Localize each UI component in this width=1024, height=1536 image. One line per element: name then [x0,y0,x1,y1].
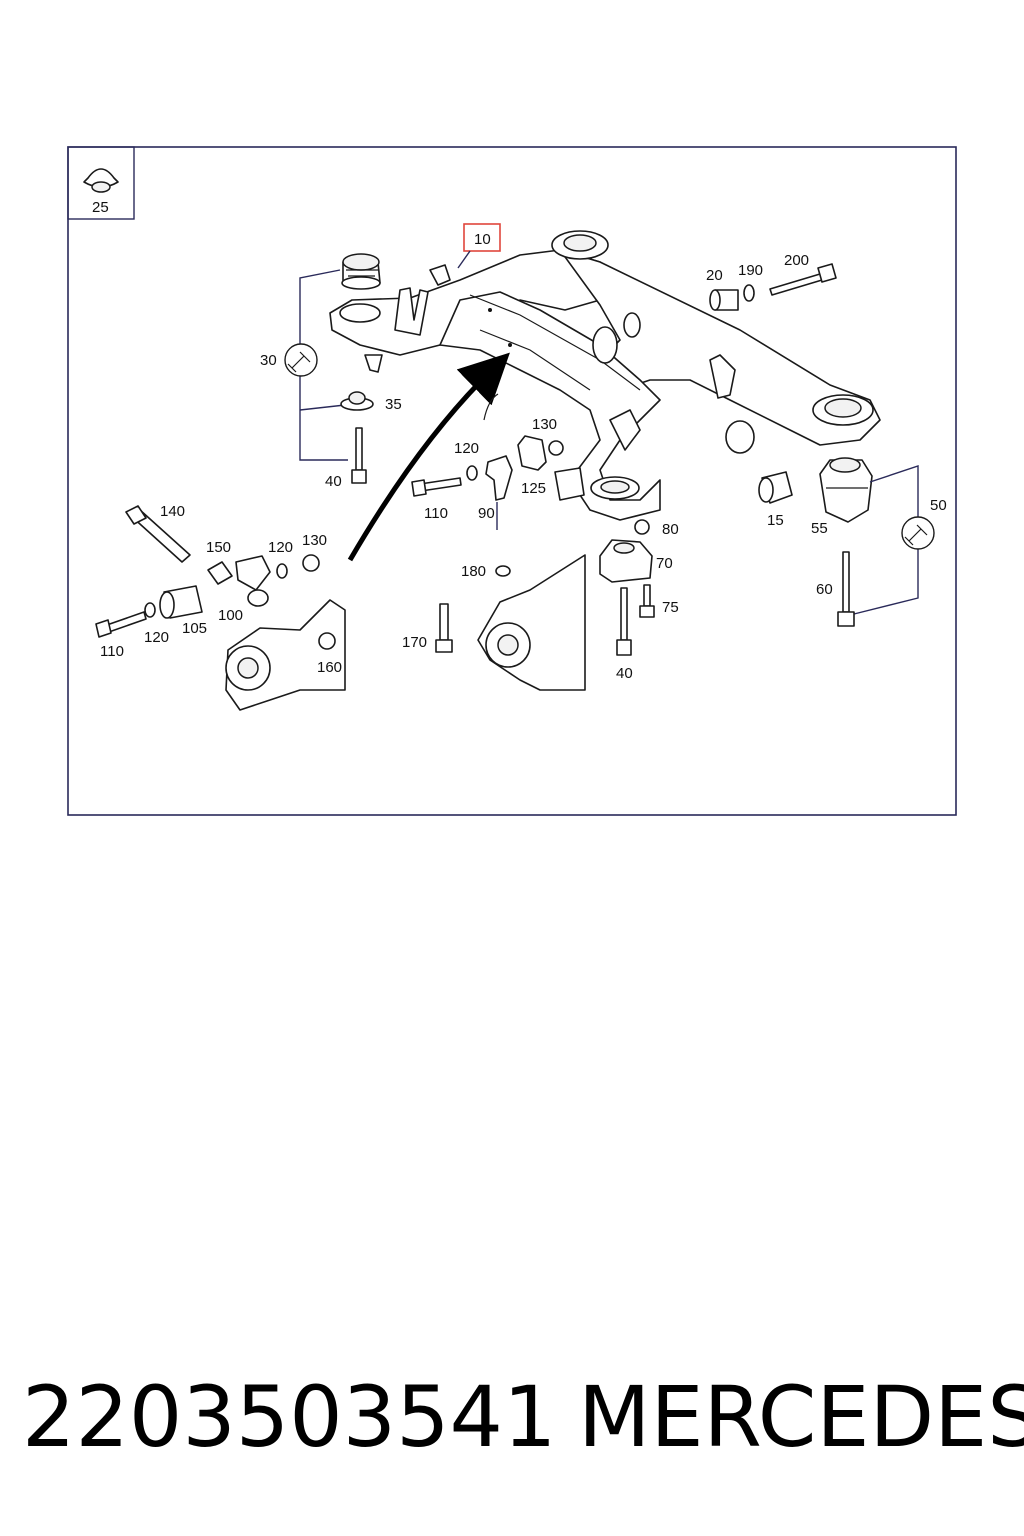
callout-35: 35 [385,396,402,413]
callout-50: 50 [930,497,947,514]
brand-name: MERCEDES [578,1368,1024,1466]
part-group-left: 140 150 100 120 130 105 120 110 160 [95,503,346,711]
part-group-center: 130 125 120 90 110 [411,416,585,530]
callout-125: 125 [521,480,546,497]
callout-120-left-bottom: 120 [144,629,169,646]
callout-80: 80 [662,521,679,538]
callout-180: 180 [461,563,486,580]
torque-wrench-icon [284,343,318,377]
callout-40-right: 40 [616,665,633,682]
callout-120-center: 120 [454,440,479,457]
callout-110-center: 110 [424,505,448,522]
callout-15: 15 [767,512,784,529]
callout-55: 55 [811,520,828,537]
diagram-frame [67,146,957,816]
part-group-55: 15 55 50 60 [758,457,947,627]
callout-110-left: 110 [100,643,124,660]
callout-75: 75 [662,599,679,616]
callout-120-left-top: 120 [268,539,293,556]
callout-150: 150 [206,539,231,556]
rear-axle-subframe [329,230,881,521]
callout-160: 160 [317,659,342,676]
part-group-30: 30 35 40 [260,253,402,490]
callout-130-left: 130 [302,532,327,549]
callout-100: 100 [218,607,243,624]
callout-190: 190 [738,262,763,279]
product-caption: 2203503541 MERCEDES [22,1362,1024,1472]
callout-200: 200 [784,252,809,269]
inset-part-25: 25 [67,146,135,220]
callout-70: 70 [656,555,673,572]
callout-130-center: 130 [532,416,557,433]
location-arrow [347,352,510,562]
part-group-20-190-200: 20 190 200 [706,252,837,311]
part-group-70: 80 70 75 40 [599,519,679,682]
callout-20: 20 [706,267,723,284]
part-group-middle-lower: 180 170 [402,554,586,691]
callout-30: 30 [260,352,277,369]
callout-90: 90 [478,505,495,522]
torque-wrench-icon [901,516,935,550]
callout-105: 105 [182,620,207,637]
highlighted-part-10[interactable]: 10 [457,223,501,269]
highlighted-label: 10 [474,231,491,248]
callout-60: 60 [816,581,833,598]
callout-170: 170 [402,634,427,651]
callout-40-left: 40 [325,473,342,490]
inset-label: 25 [92,199,109,216]
callout-140: 140 [160,503,185,520]
part-number: 2203503541 [22,1368,557,1466]
